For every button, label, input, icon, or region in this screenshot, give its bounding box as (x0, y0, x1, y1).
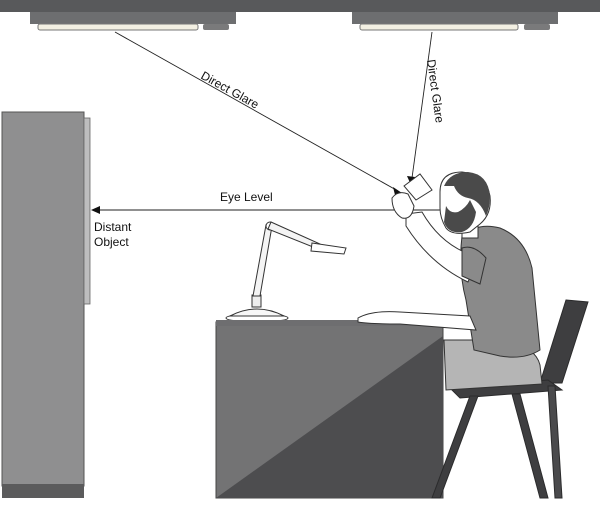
glare-line-left (114, 31, 399, 192)
distant-object-label-line2: Object (94, 235, 129, 249)
desk (215, 320, 444, 499)
distant-object-label-line1: Distant (94, 220, 132, 234)
person-head (439, 171, 491, 239)
person-arm-resting (357, 311, 477, 331)
ceiling (0, 0, 600, 12)
desk-lamp-icon (225, 221, 347, 323)
person-torso (460, 225, 541, 358)
ceiling-light-icon (30, 12, 236, 31)
eye-level-label: Eye Level (220, 190, 273, 204)
direct-glare-label-left: Direct Glare (199, 68, 262, 111)
ceiling-light-icon (352, 12, 558, 31)
held-card (403, 173, 433, 201)
glare-line-right (411, 31, 433, 179)
person-arm-raised (391, 192, 487, 285)
arrowhead-icon (91, 206, 100, 214)
cabinet (1, 111, 91, 498)
direct-glare-label-right: Direct Glare (424, 58, 447, 124)
